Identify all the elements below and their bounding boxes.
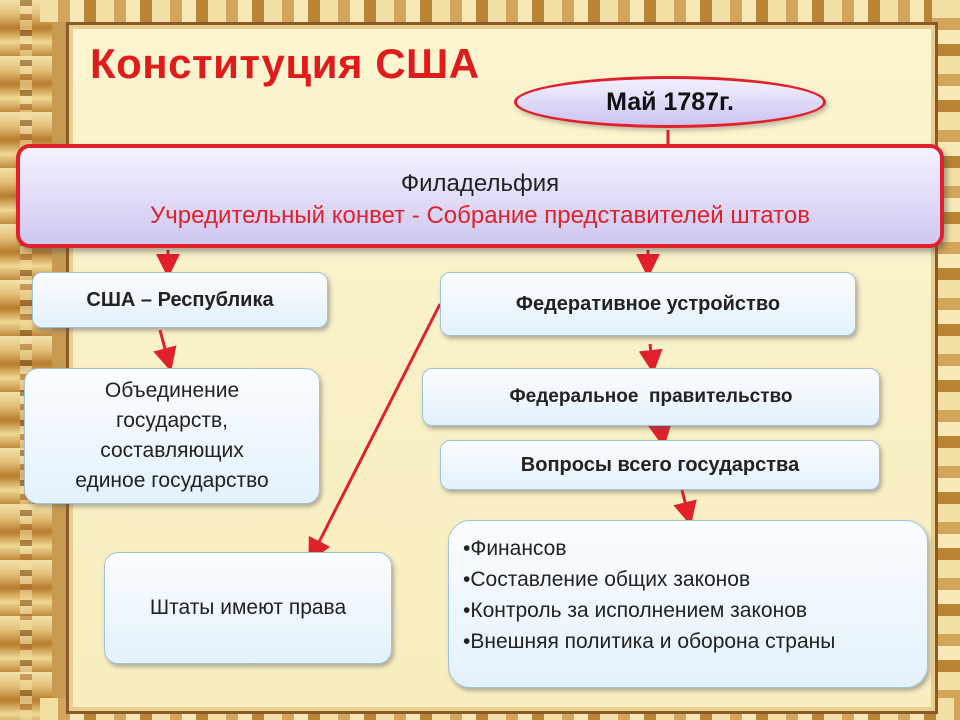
federal-government-text: Федеральное правительство: [509, 386, 793, 407]
list-item: Контроль за исполнением законов: [463, 595, 917, 626]
convention-box: Филадельфия Учредительный конвет - Собра…: [16, 144, 944, 248]
federal-structure-text: Федеративное устройство: [515, 292, 781, 315]
state-questions-box: Вопросы всего государства: [440, 440, 880, 490]
date-oval: Май 1787г.: [514, 76, 826, 128]
arrow-questions-to-list: [673, 489, 697, 526]
city-text: Филадельфия: [400, 170, 560, 197]
arrow-republic-to-union: [153, 329, 177, 372]
convention-text: Учредительный конвет - Собрание представ…: [150, 202, 810, 229]
union-line: единое государство: [75, 469, 269, 492]
union-line: Объединение: [104, 379, 240, 402]
decorative-left-border: [0, 0, 52, 720]
federal-government-box: Федеральное правительство: [422, 368, 880, 426]
arrow-federal-to-states: [308, 303, 442, 563]
powers-list: Финансов Составление общих законов Контр…: [463, 533, 917, 657]
list-item: Составление общих законов: [463, 564, 917, 595]
republic-box: США – Республика: [32, 272, 328, 328]
date-text: Май 1787г.: [606, 87, 734, 116]
list-item: Финансов: [463, 533, 917, 564]
slide-title: Конституция США: [90, 40, 480, 87]
powers-list-box: Финансов Составление общих законов Контр…: [448, 520, 928, 688]
republic-text: США – Республика: [86, 288, 274, 311]
list-item: Внешняя политика и оборона страны: [463, 626, 917, 657]
union-box: Объединение государств, составляющих еди…: [24, 368, 320, 504]
states-rights-box: Штаты имеют права: [104, 552, 392, 664]
union-line: составляющих: [100, 439, 244, 462]
federal-structure-box: Федеративное устройство: [440, 272, 856, 336]
arrow-federal-to-government: [638, 343, 663, 374]
state-questions-text: Вопросы всего государства: [520, 453, 800, 476]
decorative-top-border: [40, 0, 960, 22]
arrow-government-to-questions: [648, 422, 672, 448]
states-rights-text: Штаты имеют права: [149, 596, 347, 619]
union-line: государств,: [116, 409, 228, 432]
